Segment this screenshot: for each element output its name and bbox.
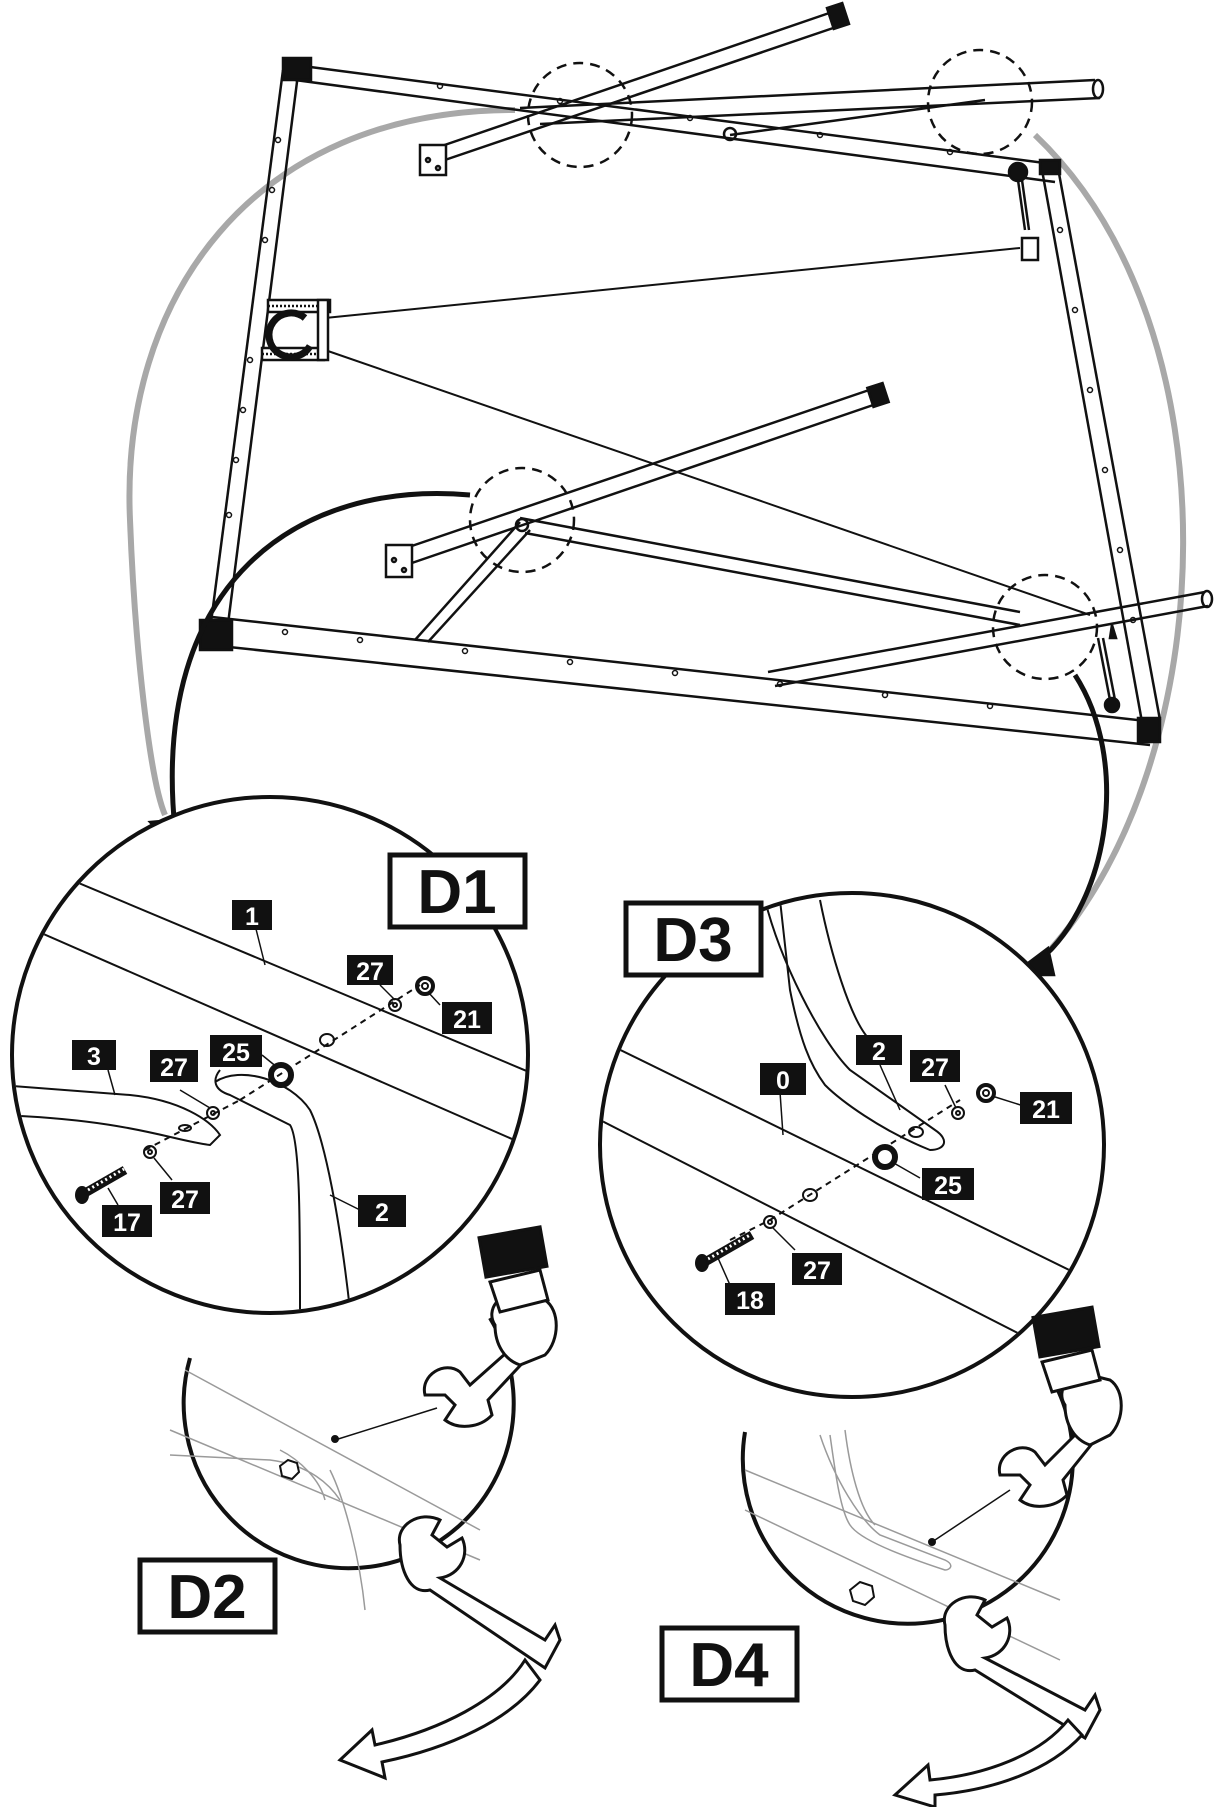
- d3-leader-lines: [717, 1064, 1031, 1286]
- d3-washer-27-lower: [763, 1215, 777, 1229]
- arrow-to-d1: [169, 491, 471, 831]
- d3-spacer-25: [872, 1144, 898, 1170]
- d3-part-27-top-label: 27: [921, 1054, 949, 1082]
- corner-cap-top-right: [1038, 158, 1062, 176]
- bottom-right-leg: [767, 589, 1214, 688]
- d1-part-labels: 1 27 21 25 3 27 27 17 2: [72, 900, 492, 1237]
- lower-leg-brace: [414, 516, 1021, 643]
- step-d4-text: D4: [689, 1631, 769, 1700]
- frame-top-rail: [294, 63, 1061, 184]
- d1-nut-21: [415, 976, 435, 996]
- d3-bolt-18: [695, 1231, 755, 1272]
- d4-hand-with-wrench-icon: [997, 1305, 1123, 1508]
- center-clamp-bracket: [260, 298, 332, 362]
- detail-d3: D3 2 27 0 21 25 27 18: [598, 891, 1106, 1399]
- d1-part-25-label: 25: [222, 1039, 250, 1067]
- upper-leg-diagonal: [429, 1, 851, 165]
- detail-d4: D4: [659, 1305, 1123, 1810]
- d1-part-21-label: 21: [453, 1006, 481, 1034]
- d2-pointer-line: [334, 1407, 438, 1441]
- d2-wrench-bottom-icon: [397, 1515, 562, 1671]
- d1-part-1-label: 1: [245, 903, 259, 931]
- d3-part-21-label: 21: [1032, 1096, 1060, 1124]
- step-d3-text: D3: [653, 906, 732, 975]
- step-d2-text: D2: [167, 1563, 246, 1632]
- lower-mount-bracket: [384, 543, 414, 579]
- frame-bottom-rail: [209, 615, 1156, 747]
- d3-part-27-lower-label: 27: [803, 1257, 831, 1285]
- callout-circle-upper-right: [926, 48, 1034, 156]
- frame-right-rail: [1040, 167, 1162, 723]
- d4-wrench-bottom-icon: [942, 1595, 1102, 1741]
- d1-spacer-25: [268, 1062, 294, 1088]
- guide-curve-right: [1032, 132, 1187, 952]
- d1-bolt-17: [75, 1166, 128, 1204]
- d3-washer-27-upper: [951, 1106, 965, 1120]
- d3-part-2-label: 2: [872, 1038, 886, 1066]
- corner-cap-bottom-right: [1136, 716, 1162, 744]
- step-label-d4: D4: [659, 1625, 800, 1703]
- d1-part-27-top-label: 27: [356, 958, 384, 986]
- d3-part-25-label: 25: [934, 1172, 962, 1200]
- d3-part-0-label: 0: [776, 1067, 790, 1095]
- step-label-d3: D3: [623, 900, 764, 978]
- guide-curve-left: [126, 107, 516, 817]
- d3-part-labels: 2 27 0 21 25 27 18: [725, 1035, 1072, 1315]
- d2-bolt-head-icon: [278, 1435, 339, 1481]
- lower-spring: [1096, 624, 1121, 714]
- d3-part-18-label: 18: [736, 1287, 764, 1315]
- detail-d2: D2: [137, 1225, 562, 1781]
- step-label-d1: D1: [387, 852, 528, 930]
- d1-part-27-lower-label: 27: [171, 1186, 199, 1214]
- d2-rotation-arrow: [337, 1657, 542, 1781]
- d3-nut-21: [976, 1083, 996, 1103]
- d4-pointer-line: [931, 1489, 1011, 1543]
- upper-leg-brace: [519, 78, 1105, 142]
- d3-hardware: [695, 1083, 996, 1272]
- rail-holes: [225, 82, 1137, 710]
- d1-part-3-label: 3: [87, 1043, 101, 1071]
- tension-cable-lower: [324, 349, 1091, 616]
- d1-washer-27-lower: [143, 1145, 157, 1159]
- lower-leg-diagonal: [399, 381, 891, 567]
- d1-part-27-mid-label: 27: [160, 1054, 188, 1082]
- callout-circle-upper-left: [526, 61, 634, 169]
- arrow-to-d3: [1038, 673, 1109, 962]
- step-label-d2: D2: [137, 1557, 278, 1635]
- spring-hanger: [1007, 161, 1040, 262]
- callout-circle-lower-left: [468, 466, 576, 574]
- d1-part-17-label: 17: [113, 1209, 141, 1237]
- d1-part-2-label: 2: [375, 1199, 389, 1227]
- upper-mount-bracket: [418, 143, 448, 177]
- detail-d2-circle: [181, 1316, 516, 1571]
- d2-hand-with-wrench-icon: [422, 1225, 558, 1428]
- d4-rotation-arrow: [892, 1717, 1085, 1810]
- detail-d1: D1 1 27 21 25 3 27 27 17 2: [10, 795, 530, 1315]
- d1-leader-lines: [107, 924, 441, 1211]
- d1-hardware: [75, 976, 435, 1204]
- detail-d3-circle: [598, 891, 1106, 1399]
- callout-circle-lower-right: [991, 573, 1099, 681]
- frame-assembly: [126, 1, 1214, 977]
- d4-nut-icon: [848, 1538, 936, 1607]
- d1-washer-27-mid: [206, 1106, 220, 1120]
- tension-cable-upper: [324, 247, 1021, 319]
- corner-cap-top-left: [281, 56, 313, 82]
- step-d1-text: D1: [417, 858, 496, 927]
